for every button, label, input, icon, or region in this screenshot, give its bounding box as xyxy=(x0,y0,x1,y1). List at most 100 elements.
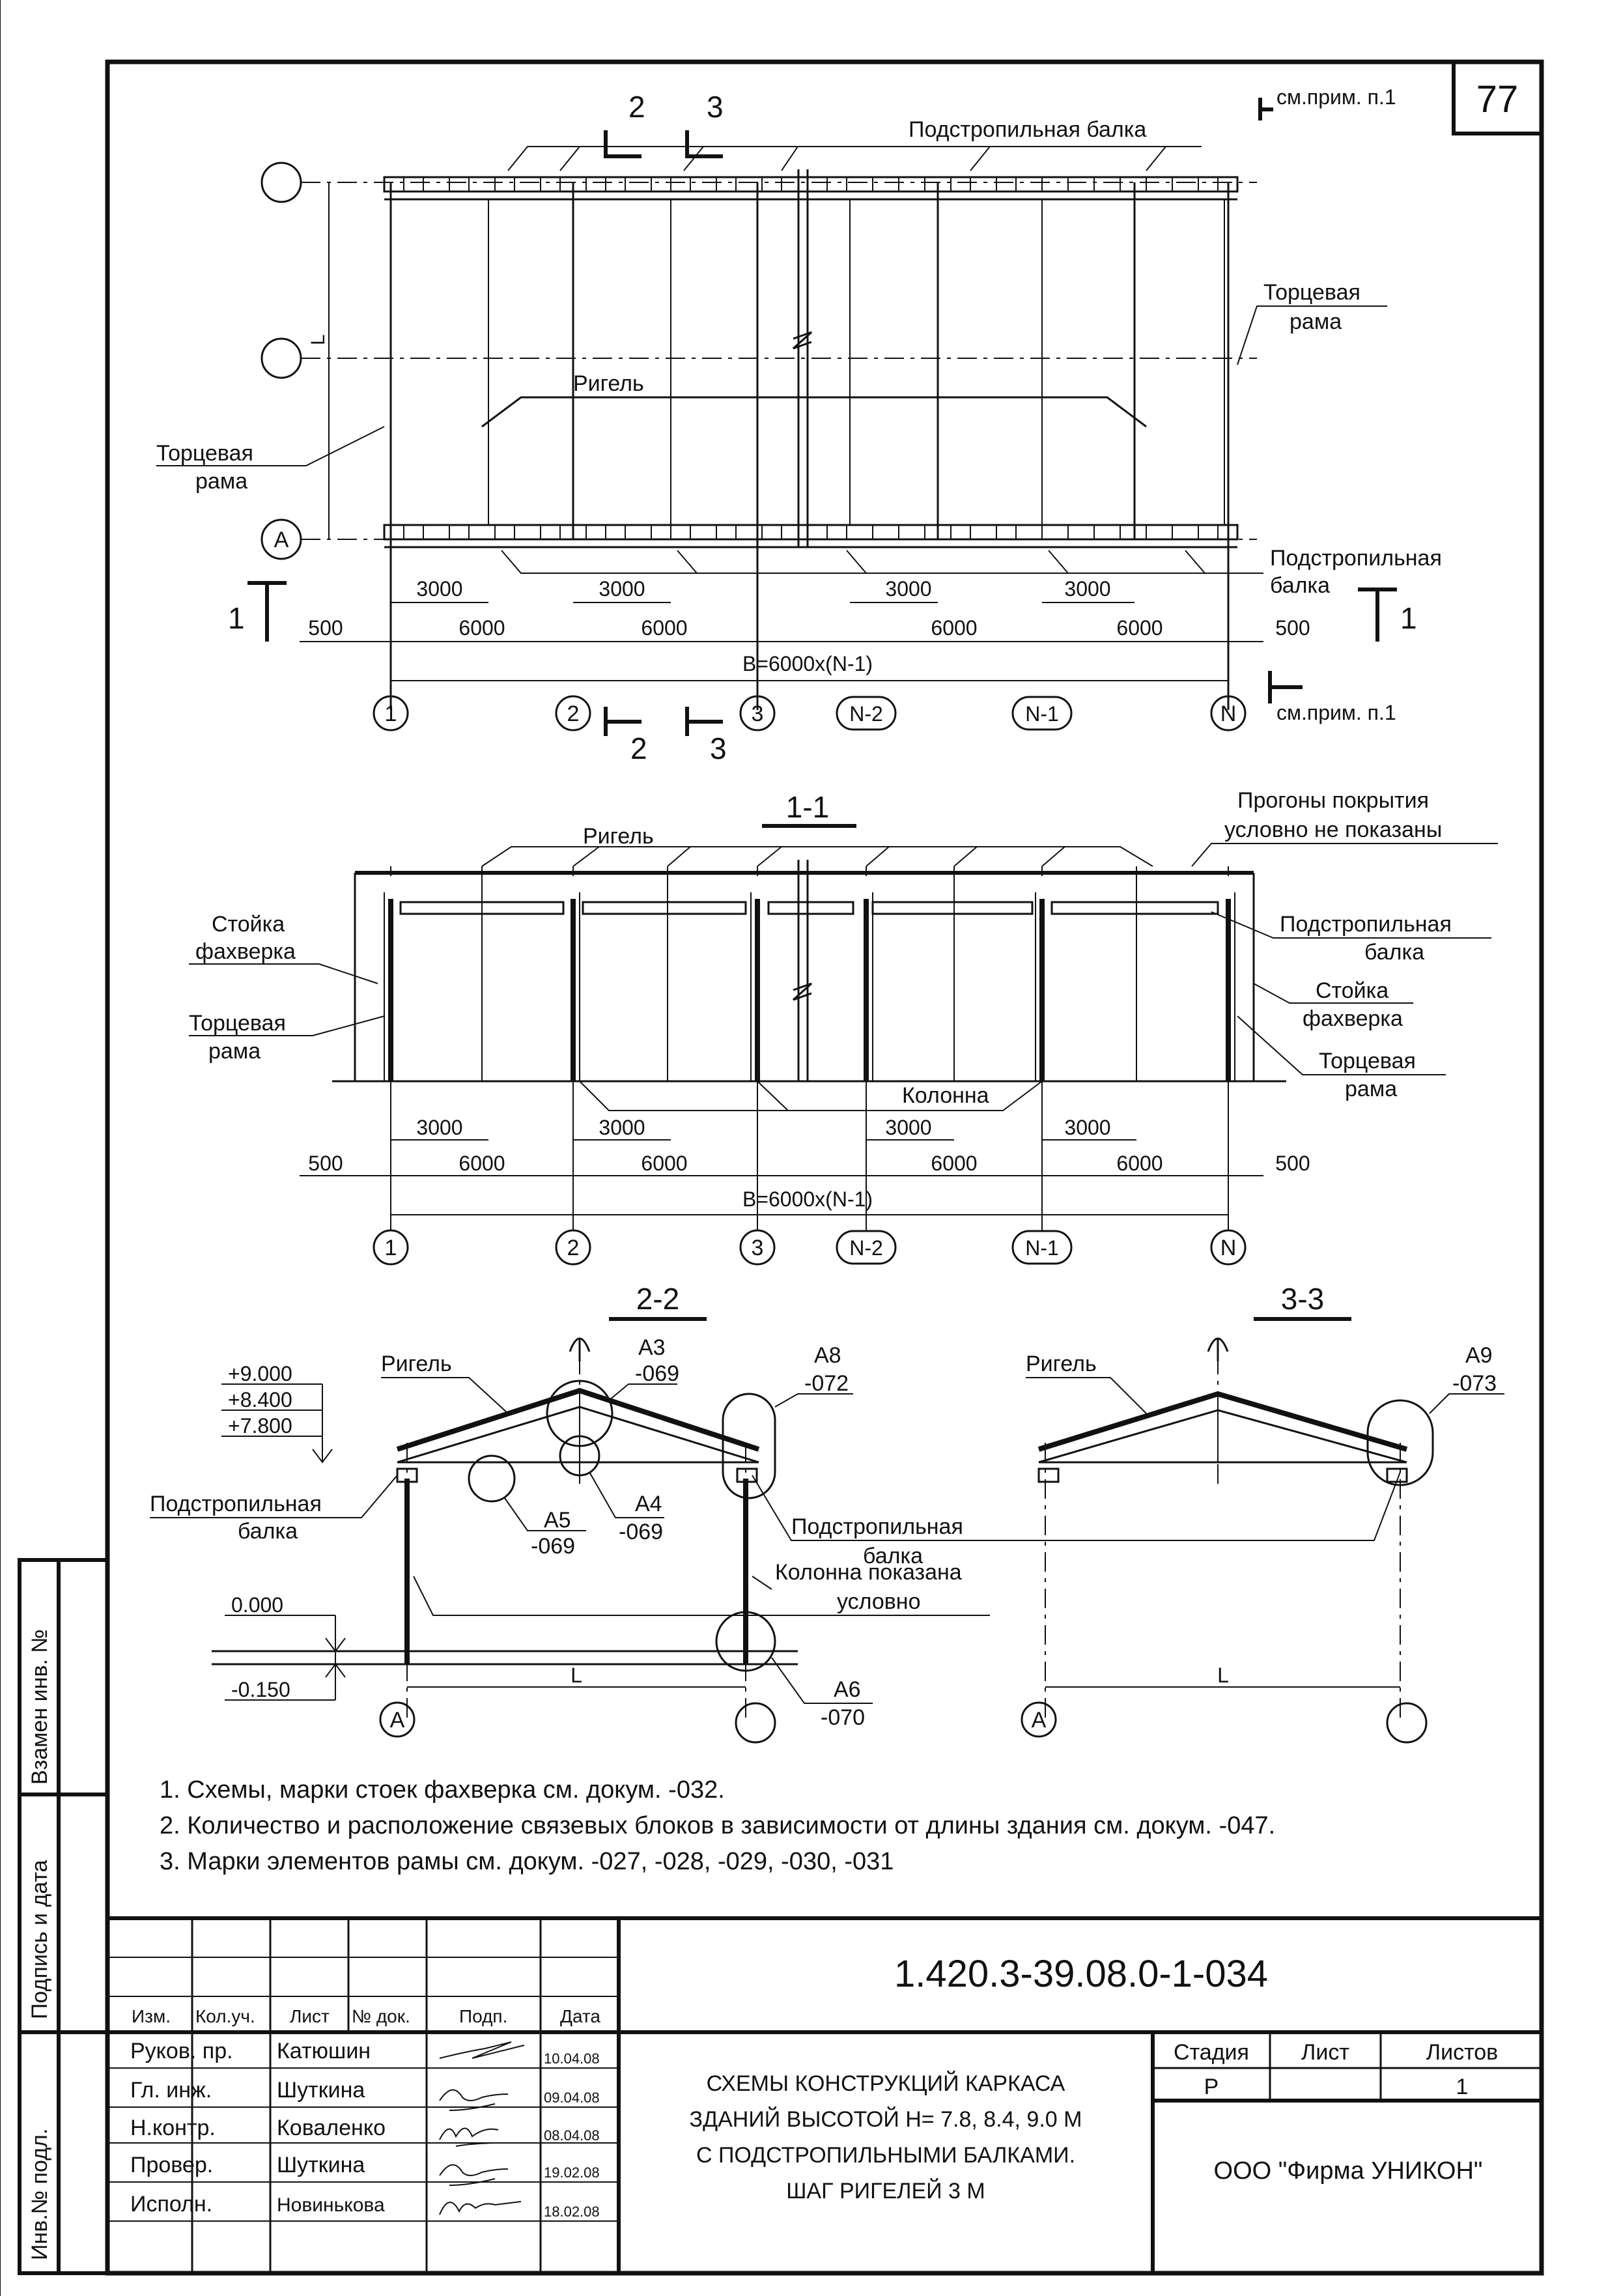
svg-text:N: N xyxy=(1220,702,1237,726)
svg-text:Лист: Лист xyxy=(290,2006,330,2026)
svg-text:3000: 3000 xyxy=(1064,1116,1110,1139)
svg-text:Подстропильная: Подстропильная xyxy=(1280,912,1452,937)
svg-text:3: 3 xyxy=(752,1236,764,1260)
svg-text:Подп.: Подп. xyxy=(459,2006,507,2026)
svg-text:10.04.08: 10.04.08 xyxy=(544,2050,600,2067)
svg-text:1: 1 xyxy=(385,702,397,726)
section-3-3-title: 3-3 xyxy=(1281,1282,1324,1316)
svg-text:Н.контр.: Н.контр. xyxy=(130,2116,216,2140)
svg-text:1: 1 xyxy=(1456,2075,1469,2099)
svg-text:балка: балка xyxy=(863,1544,923,1568)
svg-text:-069: -069 xyxy=(619,1520,663,1544)
svg-text:3000: 3000 xyxy=(599,1116,645,1139)
svg-text:500: 500 xyxy=(1275,616,1310,640)
section-3-3: 3-3 L А Ригель А9 -073 xyxy=(1021,1282,1504,1744)
side-stamp: Взамен инв. № Подпись и дата Инв.№ подл. xyxy=(18,1558,109,2275)
svg-text:Руков. пр.: Руков. пр. xyxy=(130,2039,233,2063)
svg-text:N-2: N-2 xyxy=(849,702,883,726)
signatures xyxy=(439,2041,525,2215)
svg-text:Колонна показана: Колонна показана xyxy=(775,1560,962,1585)
node-a5 xyxy=(468,1454,516,1503)
svg-text:N: N xyxy=(1220,1236,1237,1260)
svg-text:-069: -069 xyxy=(531,1534,575,1559)
svg-text:А8: А8 xyxy=(814,1343,841,1368)
svg-text:Лист: Лист xyxy=(1301,2040,1349,2065)
svg-text:500: 500 xyxy=(308,1152,343,1175)
svg-text:Коваленко: Коваленко xyxy=(277,2116,386,2140)
svg-text:-070: -070 xyxy=(821,1705,865,1730)
svg-text:N-1: N-1 xyxy=(1025,702,1059,726)
side-stamp-inv: Инв.№ подл. xyxy=(27,2129,52,2260)
svg-text:балка: балка xyxy=(1364,940,1424,965)
side-stamp-sign: Подпись и дата xyxy=(27,1860,52,2019)
svg-text:+9.000: +9.000 xyxy=(228,1362,292,1385)
designation: 1.420.3-39.08.0-1-034 xyxy=(894,1953,1268,1995)
node-a8 xyxy=(722,1393,776,1499)
svg-text:3000: 3000 xyxy=(416,577,462,601)
note-ref-top: см.прим. п.1 xyxy=(1276,85,1396,109)
svg-text:А9: А9 xyxy=(1465,1343,1493,1368)
node-a3 xyxy=(546,1380,613,1447)
svg-text:6000: 6000 xyxy=(641,1152,687,1175)
section-2-2-title: 2-2 xyxy=(636,1282,679,1316)
svg-text:+8.400: +8.400 xyxy=(228,1388,292,1411)
svg-text:Исполн.: Исполн. xyxy=(130,2192,212,2217)
svg-text:3000: 3000 xyxy=(885,1116,931,1139)
svg-text:3: 3 xyxy=(752,702,764,726)
svg-text:B=6000x(N-1): B=6000x(N-1) xyxy=(742,1187,873,1211)
svg-text:6000: 6000 xyxy=(458,1152,505,1175)
svg-text:Колонна: Колонна xyxy=(902,1083,989,1108)
plan-section-mark-2: 2 xyxy=(628,90,645,124)
plan-end-frame-left-1: Торцевая xyxy=(156,441,253,466)
svg-text:-073: -073 xyxy=(1452,1371,1497,1396)
svg-text:3000: 3000 xyxy=(599,577,645,601)
svg-text:500: 500 xyxy=(1275,1152,1310,1175)
sheet-number: 77 xyxy=(1476,78,1519,120)
svg-text:3000: 3000 xyxy=(885,577,931,601)
svg-text:Кол.уч.: Кол.уч. xyxy=(195,2006,255,2026)
svg-text:08.04.08: 08.04.08 xyxy=(544,2127,600,2144)
svg-text:3000: 3000 xyxy=(1064,577,1110,601)
svg-text:Новинькова: Новинькова xyxy=(277,2194,385,2216)
svg-text:Торцевая: Торцевая xyxy=(189,1011,286,1036)
svg-text:рама: рама xyxy=(208,1039,261,1064)
plan-section-mark-3: 3 xyxy=(707,90,724,124)
node-a6 xyxy=(715,1611,776,1672)
section-2-2: 2-2 L А +9.000 +8.400 +7.800 xyxy=(150,1282,1401,1744)
note-ref-bottom: см.прим. п.1 xyxy=(1276,701,1396,724)
plan-rafter-beam-bottom-label-2: балка xyxy=(1270,573,1330,598)
svg-text:18.02.08: 18.02.08 xyxy=(544,2204,600,2220)
company-name: ООО "Фирма УНИКОН" xyxy=(1214,2157,1483,2185)
svg-text:Ригель: Ригель xyxy=(583,824,654,849)
svg-text:L: L xyxy=(571,1664,582,1687)
section-1-1: 1-1 Ригель Прогоны покрытия условно не п… xyxy=(189,788,1498,1266)
section-1-1-axis-bubbles: 1 2 3 N-2 N-1 N xyxy=(373,1229,1247,1266)
svg-text:А: А xyxy=(1032,1708,1047,1733)
svg-text:Подстропильная: Подстропильная xyxy=(791,1514,963,1539)
svg-text:Катюшин: Катюшин xyxy=(277,2039,371,2063)
svg-text:6000: 6000 xyxy=(931,616,977,640)
svg-text:Шуткина: Шуткина xyxy=(277,2153,365,2177)
title-line-3: С ПОДСТРОПИЛЬНЫМИ БАЛКАМИ. xyxy=(696,2143,1075,2168)
svg-text:1: 1 xyxy=(385,1236,397,1260)
plan-section-mark-1-left: 1 xyxy=(228,601,245,635)
svg-text:19.02.08: 19.02.08 xyxy=(544,2164,600,2181)
title-line-2: ЗДАНИЙ ВЫСОТОЙ Н= 7.8, 8.4, 9.0 М xyxy=(690,2107,1082,2132)
svg-text:А3: А3 xyxy=(638,1335,666,1360)
svg-text:Стадия: Стадия xyxy=(1174,2040,1249,2065)
notes: 1. Схемы, марки стоек фахверка см. докум… xyxy=(160,1776,1275,1875)
svg-text:фахверка: фахверка xyxy=(1303,1006,1403,1031)
svg-text:0.000: 0.000 xyxy=(231,1593,283,1617)
svg-text:Листов: Листов xyxy=(1426,2040,1498,2065)
svg-text:2: 2 xyxy=(567,1236,580,1260)
svg-text:N-1: N-1 xyxy=(1025,1236,1059,1260)
plan-end-frame-left-2: рама xyxy=(195,469,247,494)
svg-text:Шуткина: Шуткина xyxy=(277,2078,365,2103)
svg-text:Р: Р xyxy=(1204,2075,1219,2099)
svg-text:6000: 6000 xyxy=(1116,1152,1163,1175)
svg-text:А5: А5 xyxy=(544,1508,571,1533)
svg-text:B=6000x(N-1): B=6000x(N-1) xyxy=(742,652,873,675)
node-a4 xyxy=(559,1435,600,1477)
svg-text:Стойка: Стойка xyxy=(1316,978,1388,1003)
